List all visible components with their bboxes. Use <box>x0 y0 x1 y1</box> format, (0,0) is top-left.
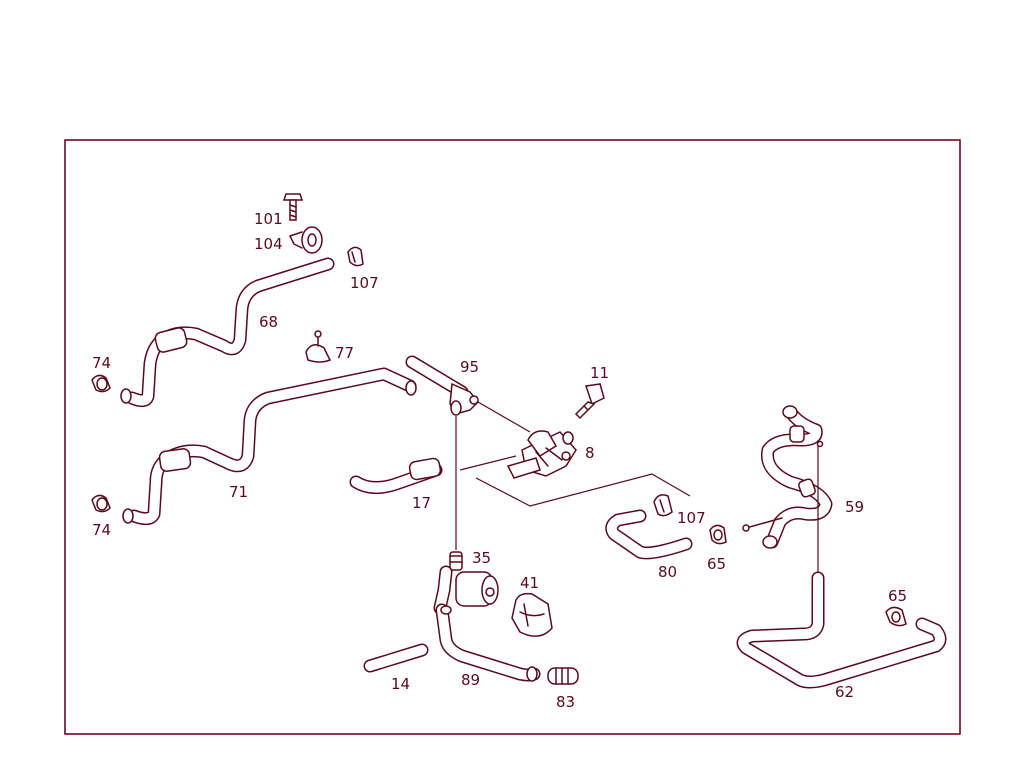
label-89: 89 <box>461 671 480 689</box>
part-77-clamp <box>305 330 332 363</box>
label-80: 80 <box>658 563 677 581</box>
label-68: 68 <box>259 313 278 331</box>
label-77: 77 <box>335 344 354 362</box>
part-68-hose <box>120 257 335 408</box>
part-101-bolt <box>282 193 304 221</box>
part-107-clip-top <box>347 246 364 267</box>
diagram-frame <box>64 139 961 735</box>
label-95: 95 <box>460 358 479 376</box>
label-17: 17 <box>412 494 431 512</box>
part-14-tube <box>363 643 429 673</box>
part-41-pump <box>433 565 553 637</box>
label-11: 11 <box>590 364 609 382</box>
part-35-connector <box>449 551 463 571</box>
part-74-clip-top <box>91 374 111 393</box>
label-62: 62 <box>835 683 854 701</box>
leader-line-17 <box>459 455 517 471</box>
part-8-valve <box>506 430 577 479</box>
label-59: 59 <box>845 498 864 516</box>
label-71: 71 <box>229 483 248 501</box>
part-17-hose <box>349 457 443 494</box>
part-62-pipe <box>736 571 947 689</box>
label-41: 41 <box>520 574 539 592</box>
label-107-middle: 107 <box>677 509 706 527</box>
part-95-connector <box>405 355 531 550</box>
label-101: 101 <box>254 210 283 228</box>
label-83: 83 <box>556 693 575 711</box>
label-65-right: 65 <box>888 587 907 605</box>
part-107-clip-middle <box>653 494 673 517</box>
part-104-clamp <box>289 226 323 254</box>
part-65-clip-middle <box>709 524 727 545</box>
label-107-top: 107 <box>350 274 379 292</box>
part-59-hose <box>742 405 833 572</box>
label-8: 8 <box>585 444 595 462</box>
part-11-bolt <box>574 383 605 420</box>
leader-line-8-107 <box>475 473 691 507</box>
label-14: 14 <box>391 675 410 693</box>
part-83-plug <box>547 667 579 685</box>
part-74-clip-bottom <box>91 494 111 513</box>
part-89-hose <box>435 603 541 682</box>
label-74-bottom: 74 <box>92 521 111 539</box>
label-35: 35 <box>472 549 491 567</box>
label-104: 104 <box>254 235 283 253</box>
part-65-clip-right <box>885 606 907 627</box>
label-65-middle: 65 <box>707 555 726 573</box>
part-71-hose <box>122 367 417 526</box>
part-80-hose <box>605 509 693 560</box>
label-74-top: 74 <box>92 354 111 372</box>
